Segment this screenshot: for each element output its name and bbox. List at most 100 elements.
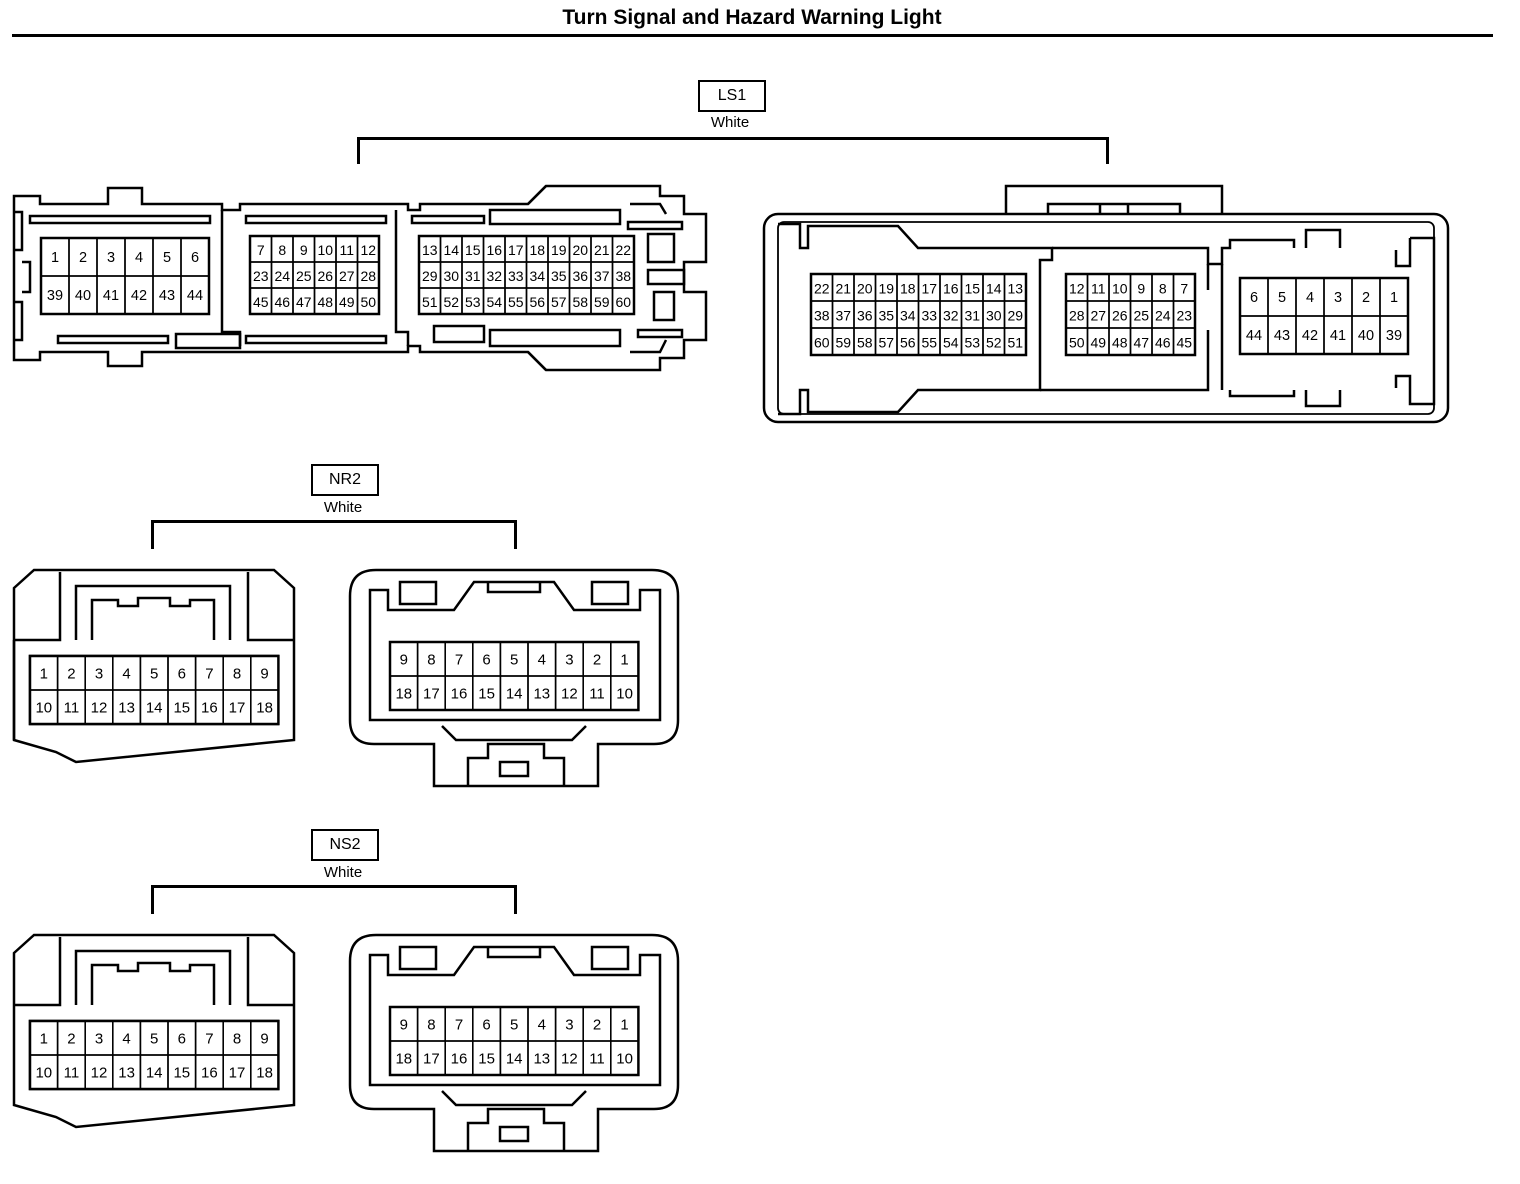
pin-number: 40 bbox=[75, 288, 91, 304]
pin-number: 44 bbox=[187, 288, 203, 304]
pin-number: 11 bbox=[64, 700, 80, 717]
pin-cell bbox=[250, 1054, 280, 1090]
pin-number: 29 bbox=[1007, 308, 1023, 324]
pin-number: 16 bbox=[451, 686, 468, 703]
pin-number: 33 bbox=[921, 308, 937, 324]
pin-number: 50 bbox=[1069, 335, 1085, 351]
pin-number: 6 bbox=[482, 1017, 490, 1034]
pin-number: 10 bbox=[35, 700, 52, 717]
pin-number: 13 bbox=[533, 1051, 550, 1068]
pin-number: 18 bbox=[900, 281, 916, 297]
pin-cell bbox=[611, 287, 635, 315]
pin-number: 8 bbox=[233, 666, 241, 683]
pin-number: 60 bbox=[615, 294, 631, 310]
pin-number: 46 bbox=[1155, 335, 1171, 351]
pin-number: 24 bbox=[1155, 308, 1171, 324]
connector-color-ns2: White bbox=[323, 864, 363, 881]
pin-number: 3 bbox=[95, 666, 103, 683]
pin-number: 16 bbox=[201, 700, 218, 717]
pin-number: 34 bbox=[529, 268, 545, 284]
pin-number: 33 bbox=[508, 268, 524, 284]
pin-number: 14 bbox=[146, 1065, 163, 1082]
pin-number: 49 bbox=[1090, 335, 1106, 351]
pin-number: 8 bbox=[427, 1017, 435, 1034]
connector-code-nr2: NR2 bbox=[311, 464, 379, 496]
pin-number: 14 bbox=[986, 281, 1002, 297]
pin-number: 16 bbox=[486, 242, 502, 258]
connector-code-ns2: NS2 bbox=[311, 829, 379, 861]
pin-number: 59 bbox=[594, 294, 610, 310]
pin-number: 52 bbox=[986, 335, 1002, 351]
pin-number: 2 bbox=[67, 1031, 75, 1048]
pin-number: 8 bbox=[1159, 281, 1167, 297]
pin-number: 8 bbox=[278, 242, 286, 258]
pin-number: 55 bbox=[921, 335, 937, 351]
pin-number: 17 bbox=[229, 1065, 246, 1082]
pin-number: 12 bbox=[561, 686, 578, 703]
pin-number: 12 bbox=[91, 700, 108, 717]
title-rule bbox=[12, 34, 1493, 37]
pin-number: 36 bbox=[572, 268, 588, 284]
pin-number: 13 bbox=[118, 1065, 135, 1082]
pin-number: 25 bbox=[1133, 308, 1149, 324]
pin-number: 5 bbox=[510, 1017, 518, 1034]
pin-number: 1 bbox=[40, 666, 48, 683]
pin-number: 48 bbox=[1112, 335, 1128, 351]
pin-number: 50 bbox=[360, 294, 376, 310]
pin-number: 13 bbox=[533, 686, 550, 703]
pin-number: 1 bbox=[1390, 290, 1398, 306]
pin-number: 6 bbox=[178, 1031, 186, 1048]
pin-number: 42 bbox=[1302, 328, 1318, 344]
pin-number: 1 bbox=[620, 1017, 628, 1034]
pin-number: 16 bbox=[943, 281, 959, 297]
pin-number: 3 bbox=[107, 250, 115, 266]
pin-number: 56 bbox=[900, 335, 916, 351]
pin-number: 27 bbox=[1090, 308, 1106, 324]
pin-number: 58 bbox=[857, 335, 873, 351]
pin-number: 8 bbox=[427, 652, 435, 669]
pin-number: 9 bbox=[400, 1017, 408, 1034]
pin-number: 24 bbox=[274, 268, 290, 284]
pin-number: 6 bbox=[1250, 290, 1258, 306]
pin-number: 13 bbox=[422, 242, 438, 258]
pin-number: 31 bbox=[964, 308, 980, 324]
pin-number: 15 bbox=[478, 1051, 495, 1068]
pin-number: 3 bbox=[565, 652, 573, 669]
pin-number: 53 bbox=[964, 335, 980, 351]
pin-number: 23 bbox=[253, 268, 269, 284]
pin-number: 6 bbox=[178, 666, 186, 683]
pin-cell bbox=[180, 275, 210, 315]
pin-number: 19 bbox=[551, 242, 567, 258]
pin-number: 3 bbox=[565, 1017, 573, 1034]
pin-number: 22 bbox=[615, 242, 631, 258]
pin-number: 39 bbox=[47, 288, 63, 304]
pin-number: 14 bbox=[506, 686, 523, 703]
pin-number: 6 bbox=[482, 652, 490, 669]
pin-number: 7 bbox=[455, 1017, 463, 1034]
pin-number: 7 bbox=[205, 1031, 213, 1048]
pin-number: 17 bbox=[921, 281, 937, 297]
pin-number: 28 bbox=[1069, 308, 1085, 324]
pin-number: 17 bbox=[423, 1051, 440, 1068]
pin-cell bbox=[1379, 315, 1409, 355]
pin-number: 52 bbox=[443, 294, 459, 310]
pin-number: 17 bbox=[423, 686, 440, 703]
pin-number: 35 bbox=[878, 308, 894, 324]
pin-number: 12 bbox=[561, 1051, 578, 1068]
pin-number: 7 bbox=[1180, 281, 1188, 297]
pin-number: 12 bbox=[1069, 281, 1085, 297]
pin-number: 16 bbox=[201, 1065, 218, 1082]
pin-number: 2 bbox=[593, 1017, 601, 1034]
pin-number: 7 bbox=[205, 666, 213, 683]
pin-number: 42 bbox=[131, 288, 147, 304]
pin-number: 7 bbox=[455, 652, 463, 669]
pin-number: 5 bbox=[1278, 290, 1286, 306]
pin-number: 4 bbox=[135, 250, 143, 266]
connector-bracket-ls1 bbox=[357, 137, 1109, 164]
